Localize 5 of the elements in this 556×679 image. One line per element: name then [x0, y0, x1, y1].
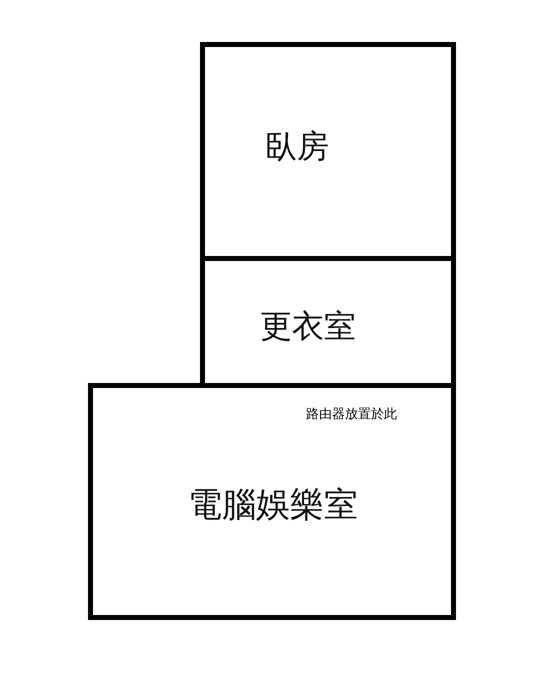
room-name: 更衣室 — [260, 310, 356, 342]
room-name: 臥房 — [265, 130, 329, 162]
note-text: 路由器放置於此 — [306, 406, 397, 423]
computer-room-outline — [88, 383, 456, 620]
room-name: 電腦娛樂室 — [188, 488, 358, 522]
